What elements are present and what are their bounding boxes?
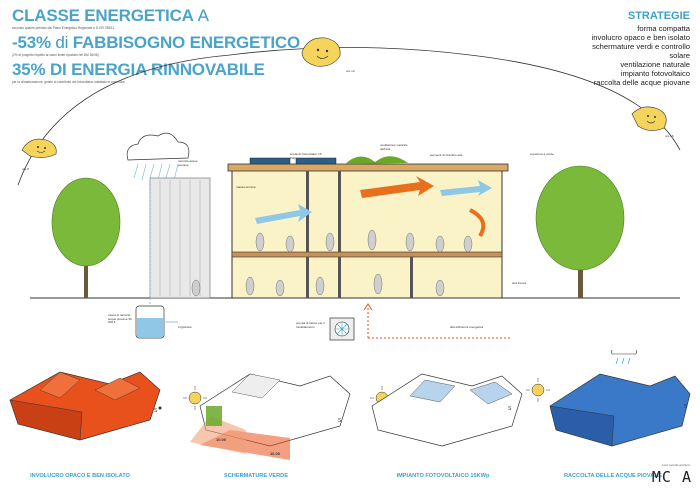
rain-cloud-icon [126,132,190,181]
sun-middle-icon [301,37,341,67]
label-fresh-air: aria fresca [512,281,527,285]
headline-energy-need-text: FABBISOGNO ENERGETICO [72,33,301,52]
pv-panels [249,157,337,165]
ventilation-arrows [255,176,492,238]
strategies-title: STRATEGIE [627,10,690,22]
headline-block: CLASSE ENERGETICA A secondo quanto previ… [12,7,300,84]
water-tank-icon [135,305,165,339]
headline-energy-need-pct: -53% [12,33,51,52]
shading-time-1: 10.00 [216,437,227,442]
people-silhouettes [191,229,473,297]
strategy-diagrams [9,350,691,460]
compass-label-3: S [508,406,512,412]
tree-left-icon [51,177,121,298]
compass-label-2: S [338,418,342,424]
headline-energy-need-note: (2% di progetto rispetto ai valori limit… [12,53,99,57]
brand-logo-subtitle: mario cucinella architects [661,464,690,467]
heat-line [367,306,510,339]
compass-label-1: S [154,408,158,414]
headline-renewable-text: DI ENERGIA RINNOVABILE [49,60,265,79]
strategy-item: impianto fotovoltaico [620,69,690,78]
caption-insulation: INVOLUCRO OPACO E BEN ISOLATO [30,473,130,479]
strategy-item: ventilazione naturale [620,60,690,69]
diagram-photovoltaic [371,373,550,447]
sun-left-label: ore 8 [22,167,29,171]
caption-green-shading: SCHERMATURE VERDE [224,473,288,479]
strategy-item: raccolta delle acque piovane [593,78,690,87]
headline-energy-class-letter: A [197,6,209,25]
section-drawing [17,37,681,341]
caption-photovoltaic: IMPIANTO FOTOVOLTAICO 15KWp [396,473,490,479]
strategy-item: solare [669,51,690,60]
label-ventilation: ventilazione naturale dell'aria [380,143,408,151]
strategy-item: schermature verdi e controllo [592,42,690,51]
sun-right-icon [631,106,667,131]
label-air-exchange: elementi di scambio aria [430,153,463,157]
diagram-green-shading [190,373,394,460]
headline-energy-need-di: di [55,33,69,52]
sun-right-label: ore 16 [665,134,674,138]
caption-rainwater: RACCOLTA DELLE ACQUE PIOVANE [563,473,663,479]
strategies-list: forma compatta involucro opaco e ben iso… [550,24,690,87]
headline-renewable-pct: 35% [12,60,46,79]
existing-building-texture [159,180,201,296]
headline-energy-need: -53% di FABBISOGNO ENERGETICO [12,34,300,51]
label-green-roof: copertura a verde [530,152,554,156]
heat-pump-icon [329,317,355,341]
roof [227,163,509,172]
sun-left-icon [21,138,57,158]
tree-right-icon [535,165,625,298]
label-irrigation: irrigazione [178,325,192,329]
compass-label-4: S [684,404,688,410]
heat-arrow [363,303,373,311]
sun-middle-label: ore 12 [346,69,355,73]
label-thermal-mass: massa termica [236,185,256,189]
headline-energy-class-note: secondo quanto previsto dal Piano Energe… [12,26,115,30]
strategies-panel: STRATEGIE forma compatta involucro opaco… [550,10,690,87]
label-cistern: vasca di raccolta acque piovane 30 000 l… [108,313,132,325]
headline-energy-class: CLASSE ENERGETICA A [12,7,300,24]
label-heat-pump: pompa di calore per il riscaldamento [296,321,325,329]
diagram-rainwater [549,350,691,447]
strategy-item: involucro opaco e ben isolato [591,33,690,42]
brand-logo: MC A [651,468,692,486]
headline-renewable: 35% DI ENERGIA RINNOVABILE [12,61,300,78]
shading-time-2: 16.00 [270,451,281,456]
diagram-insulation [9,371,207,441]
sun-path-arc [17,47,681,186]
label-pv: impianto fotovoltaico 15 kWp [290,152,322,160]
headline-renewable-note: per la climatizzazione, grazie al contri… [12,80,125,84]
headline-energy-class-text: CLASSE ENERGETICA [12,6,194,25]
label-rain-collection: raccolta acque piovane [178,159,198,167]
strategy-item: forma compatta [637,24,690,33]
floor-slab [231,251,503,258]
label-high-efficiency: alta efficienza energetica [450,325,484,329]
green-roof [345,156,408,164]
